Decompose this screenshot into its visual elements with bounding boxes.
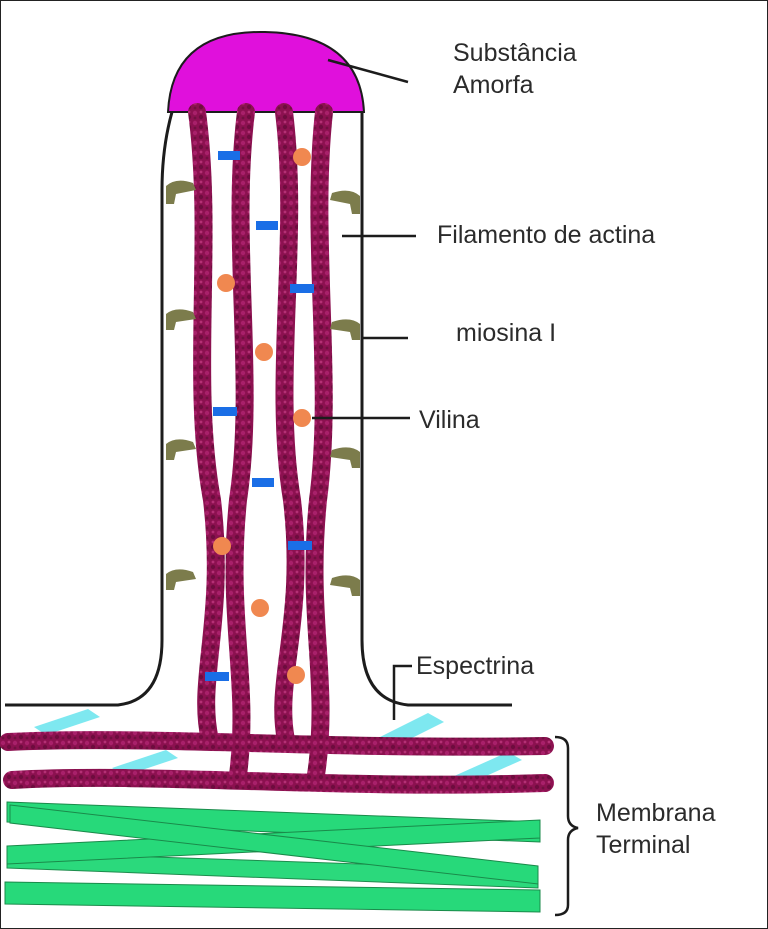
label-filamento-actina: Filamento de actina <box>437 221 656 249</box>
label-substancia-line1: Substância <box>453 39 577 67</box>
horizontal-actin-1 <box>0 731 554 756</box>
leader-substancia <box>327 58 409 84</box>
leader-lines <box>312 58 416 720</box>
actin-filament-4 <box>305 103 333 784</box>
membrana-terminal-bracket <box>554 735 579 917</box>
leader-espectrina <box>392 664 412 720</box>
label-membrana-terminal: Membrana Terminal <box>596 797 716 861</box>
label-miosina: miosina I <box>456 319 557 347</box>
microvillus-membrane <box>5 111 512 707</box>
label-substancia-amorfa: Substância Amorfa <box>453 37 577 101</box>
actin-filaments-horizontal <box>0 731 554 794</box>
label-vilina: Vilina <box>419 406 480 434</box>
fimbrin-crosslinks <box>205 151 314 681</box>
label-espectrina: Espectrina <box>416 652 535 680</box>
horizontal-actin-2 <box>3 768 554 794</box>
label-substancia-line2: Amorfa <box>453 71 534 99</box>
label-membrana-line2: Terminal <box>596 831 691 859</box>
amorphous-substance-cap <box>166 30 366 113</box>
actin-filament-1 <box>188 103 225 749</box>
label-membrana-line1: Membrana <box>596 799 716 827</box>
villin-dots <box>213 148 311 684</box>
intermediate-filaments <box>4 801 541 913</box>
myosin-i-connectors <box>166 180 360 596</box>
actin-filament-3 <box>274 103 305 749</box>
actin-filament-2 <box>225 103 255 784</box>
